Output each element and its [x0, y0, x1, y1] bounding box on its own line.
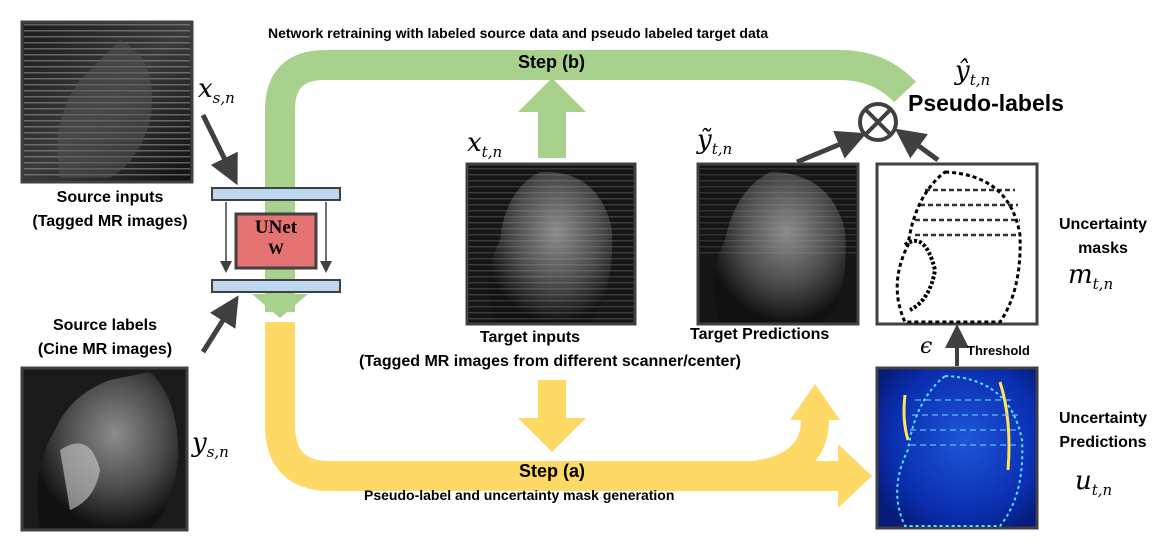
- uncertainty-predictions-title: Uncertainty: [1058, 410, 1148, 427]
- symbol-y-hat-base: ŷ: [955, 56, 970, 86]
- source-labels-title: Source labels: [52, 317, 158, 334]
- symbol-epsilon: ϵ: [920, 334, 933, 359]
- symbol-x-target-base: x: [467, 128, 482, 158]
- symbol-x-source-sub: s,n: [212, 89, 235, 108]
- green-up-arrow-head: [518, 78, 586, 112]
- source-inputs-subtitle: (Tagged MR images): [32, 213, 188, 230]
- uncertainty-masks-title: Uncertainty: [1058, 216, 1148, 233]
- source-input-arrow: [200, 113, 238, 186]
- step-b-label: Step (b): [518, 52, 585, 72]
- symbol-y-tilde: ỹt,n: [697, 125, 732, 158]
- target-inputs-subtitle: (Tagged MR images from different scanner…: [359, 353, 741, 370]
- symbol-x-target-sub: t,n: [481, 143, 503, 162]
- symbol-y-tilde-sub: t,n: [711, 140, 733, 159]
- symbol-y-hat: ŷt,n: [955, 56, 990, 89]
- target-inputs-title: Target inputs: [479, 329, 581, 346]
- source-input-image: [20, 20, 194, 184]
- symbol-m-target: mt,n: [1068, 260, 1113, 293]
- uncertainty-masks-subtitle: masks: [1078, 240, 1128, 257]
- unet-label: UNet W: [236, 217, 316, 261]
- target-input-image: [465, 162, 637, 326]
- target-predictions-label: Target Predictions: [690, 326, 830, 343]
- top-caption: Network retraining with labeled source d…: [268, 25, 769, 41]
- source-labels-label: Source labels (Cine MR images): [5, 314, 205, 362]
- symbol-x-source: xs,n: [198, 74, 235, 107]
- symbol-u-target-sub: t,n: [1091, 481, 1113, 500]
- uncertainty-prediction-image: [875, 366, 1039, 530]
- prediction-to-node-arrow: [796, 130, 867, 165]
- symbol-y-hat-sub: t,n: [969, 71, 991, 90]
- step-a-yellow-arrow: [265, 322, 840, 491]
- symbol-m-target-base: m: [1068, 260, 1093, 290]
- unet-box: [234, 212, 318, 270]
- target-inputs-label: Target inputs (Tagged MR images from dif…: [300, 326, 800, 374]
- uncertainty-masks-label: Uncertainty masks: [1043, 213, 1163, 261]
- pseudo-labels-title: Pseudo-labels: [908, 90, 1064, 116]
- yellow-branch-arrow: [743, 419, 829, 490]
- pseudo-label-multiply-node: [858, 102, 898, 142]
- step-a-caption: Pseudo-label and uncertainty mask genera…: [364, 487, 675, 503]
- source-label-image: [20, 366, 189, 532]
- uncertainty-predictions-label: Uncertainty Predictions: [1043, 407, 1163, 455]
- symbol-y-source: ys,n: [192, 428, 229, 461]
- target-prediction-image: [696, 162, 860, 326]
- mask-to-node-arrow: [894, 128, 940, 163]
- symbol-x-source-base: x: [198, 74, 213, 104]
- threshold-label: Threshold: [967, 343, 1030, 358]
- uncertainty-mask-image: [875, 162, 1039, 326]
- symbol-m-target-sub: t,n: [1092, 275, 1114, 294]
- unet-weight: W: [268, 241, 284, 258]
- green-up-arrow-shaft: [538, 110, 566, 158]
- yellow-down-arrow-head: [518, 418, 586, 452]
- symbol-y-source-sub: s,n: [206, 443, 229, 462]
- symbol-u-target: ut,n: [1075, 466, 1112, 499]
- source-inputs-label: Source inputs (Tagged MR images): [10, 186, 210, 234]
- source-labels-subtitle: (Cine MR images): [37, 341, 173, 358]
- yellow-down-arrow-shaft: [538, 380, 566, 420]
- unet-block: [211, 187, 341, 293]
- symbol-y-tilde-base: ỹ: [697, 125, 712, 155]
- step-a-label: Step (a): [519, 461, 586, 481]
- unet-title: UNet: [254, 217, 298, 238]
- uncertainty-predictions-subtitle: Predictions: [1059, 434, 1147, 451]
- symbol-y-source-base: y: [192, 428, 207, 458]
- step-b-green-arrow: [265, 50, 917, 312]
- source-label-arrow: [200, 295, 239, 354]
- symbol-u-target-base: u: [1075, 466, 1092, 496]
- symbol-x-target: xt,n: [467, 128, 502, 161]
- yellow-branch-arrowhead: [790, 384, 840, 420]
- source-inputs-title: Source inputs: [56, 189, 164, 206]
- step-a-arrowhead: [838, 444, 872, 508]
- step-b-arrowhead: [252, 294, 308, 318]
